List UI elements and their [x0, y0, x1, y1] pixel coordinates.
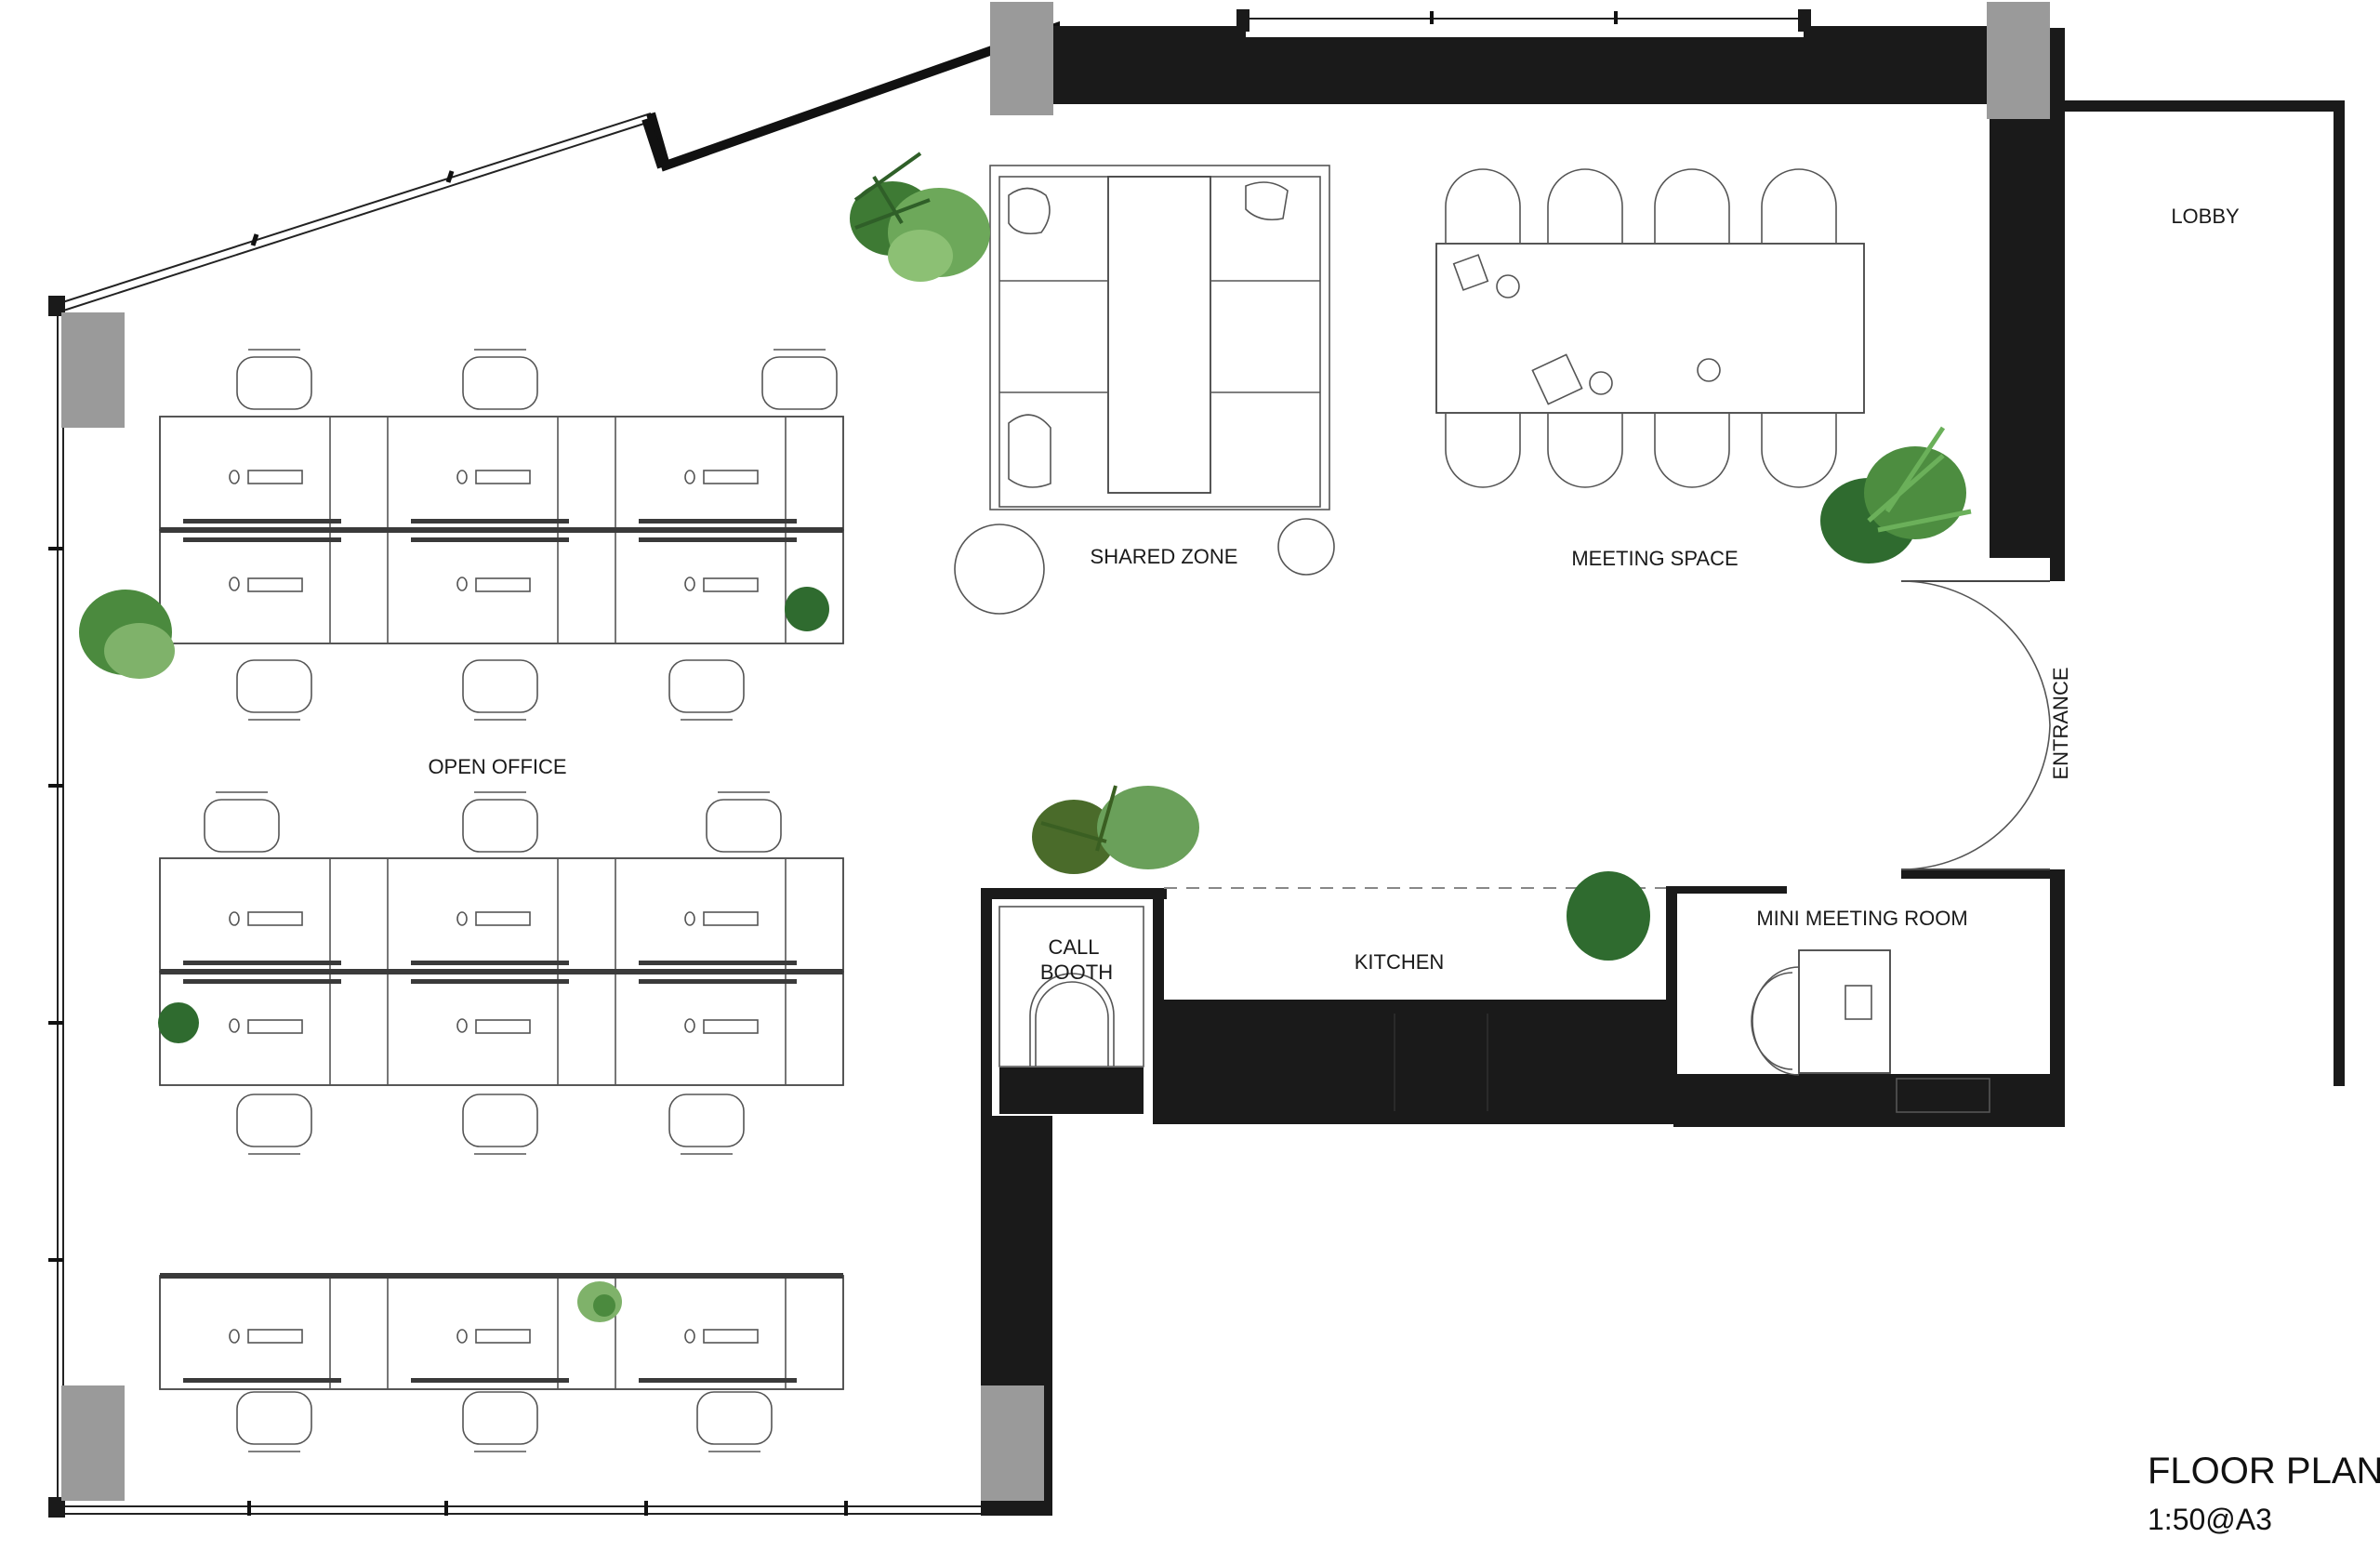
desk-furniture-part: [247, 1329, 303, 1344]
desk-furniture-part: [159, 857, 844, 973]
desk-furniture-part: [706, 799, 782, 853]
desk-furniture-part: [183, 961, 341, 965]
scale-text: 1:50@A3: [2148, 1503, 2272, 1536]
columns: [61, 2, 2050, 1501]
plant-call-booth: [1032, 785, 1199, 874]
desk-furniture-part: [229, 1329, 240, 1344]
desk-furniture-part: [229, 470, 240, 484]
mini-meeting-furniture: [1751, 949, 1990, 1113]
desk-furniture-part: [703, 1019, 759, 1034]
desk-furniture-part: [475, 470, 531, 484]
desk-furniture-part: [639, 519, 797, 524]
desk-furniture-part: [236, 356, 312, 410]
desk-furniture-part: [475, 1019, 531, 1034]
desk-furniture-part: [696, 1391, 773, 1445]
plant-left: [79, 590, 175, 679]
meeting-table-set: [1435, 168, 1865, 488]
desk-furniture-part: [462, 659, 538, 713]
plant-desk-2: [158, 1002, 199, 1043]
page-title: FLOOR PLAN: [2148, 1451, 2380, 1491]
plant-desk-1: [785, 587, 829, 631]
desk-furniture-part: [761, 356, 838, 410]
desk-furniture-part: [462, 1391, 538, 1445]
desk-furniture-part: [236, 1094, 312, 1147]
label-call-booth-1: CALL: [1048, 935, 1099, 959]
desk-furniture-part: [703, 1329, 759, 1344]
label-open-office: OPEN OFFICE: [428, 755, 566, 778]
desk-furniture-part: [411, 979, 569, 984]
desk-furniture-part: [247, 1019, 303, 1034]
desk-furniture-part: [456, 1329, 468, 1344]
desk-furniture-part: [247, 577, 303, 592]
desk-furniture-part: [668, 659, 745, 713]
desk-furniture-part: [684, 1018, 695, 1033]
desk-furniture-part: [229, 577, 240, 591]
desk-furniture-part: [475, 577, 531, 592]
desk-furniture-part: [160, 969, 843, 974]
label-kitchen: KITCHEN: [1355, 950, 1445, 974]
desk-furniture-part: [475, 1329, 531, 1344]
desk-furniture-part: [411, 519, 569, 524]
desk-furniture-part: [462, 1094, 538, 1147]
open-office-desks: [159, 349, 844, 1452]
desk-furniture-part: [247, 470, 303, 484]
desk-furniture-part: [236, 1391, 312, 1445]
label-call-booth-2: BOOTH: [1040, 961, 1113, 984]
labels: LOBBY SHARED ZONE MEETING SPACE ENTRANCE…: [428, 205, 2380, 1536]
desk-furniture-part: [456, 1018, 468, 1033]
desk-furniture-part: [703, 470, 759, 484]
desk-furniture-part: [411, 1378, 569, 1383]
desk-furniture-part: [204, 799, 280, 853]
desk-furniture-part: [159, 1275, 844, 1390]
label-meeting-space: MEETING SPACE: [1571, 547, 1738, 570]
label-entrance: ENTRANCE: [2049, 667, 2072, 779]
desk-furniture-part: [684, 470, 695, 484]
desk-furniture-part: [684, 1329, 695, 1344]
desk-furniture-part: [411, 537, 569, 542]
label-mini-meeting-room: MINI MEETING ROOM: [1756, 907, 1967, 930]
desk-furniture-part: [236, 659, 312, 713]
desk-furniture-part: [703, 577, 759, 592]
desk-furniture-part: [183, 979, 341, 984]
label-lobby: LOBBY: [2171, 205, 2240, 228]
desk-furniture-part: [639, 1378, 797, 1383]
desk-furniture-part: [160, 527, 843, 533]
desk-furniture-part: [159, 971, 844, 1086]
plant-decor: [79, 152, 1972, 1322]
desk-furniture-part: [456, 911, 468, 926]
plant-kitchen: [1567, 871, 1650, 961]
desk-furniture-part: [462, 799, 538, 853]
desk-furniture-part: [639, 961, 797, 965]
plant-entrance: [1820, 426, 1972, 563]
desk-furniture-part: [684, 577, 695, 591]
desk-furniture-part: [159, 416, 844, 531]
shared-zone-booths: [954, 165, 1335, 615]
plant-desk-3: [577, 1281, 622, 1322]
plant-shared-zone: [850, 152, 990, 282]
desk-furniture-part: [183, 1378, 341, 1383]
desk-furniture-part: [456, 577, 468, 591]
desk-furniture-part: [160, 1273, 843, 1279]
desk-furniture-part: [639, 537, 797, 542]
desk-furniture-part: [183, 519, 341, 524]
kitchen-outline: [1164, 887, 1666, 1111]
label-shared-zone: SHARED ZONE: [1091, 545, 1238, 568]
desk-furniture-part: [668, 1094, 745, 1147]
desk-furniture-part: [475, 911, 531, 926]
desk-furniture-part: [183, 537, 341, 542]
call-booth-furniture: [998, 906, 1144, 1067]
desk-furniture-part: [411, 961, 569, 965]
desk-furniture-part: [229, 1018, 240, 1033]
exterior-glazing: [48, 11, 1804, 1516]
desk-furniture-part: [159, 529, 844, 644]
entrance-door: [1900, 580, 2051, 870]
desk-furniture-part: [684, 911, 695, 926]
desk-furniture-part: [703, 911, 759, 926]
desk-furniture-part: [462, 356, 538, 410]
desk-furniture-part: [247, 911, 303, 926]
desk-furniture-part: [456, 470, 468, 484]
desk-furniture-part: [639, 979, 797, 984]
desk-furniture-part: [229, 911, 240, 926]
